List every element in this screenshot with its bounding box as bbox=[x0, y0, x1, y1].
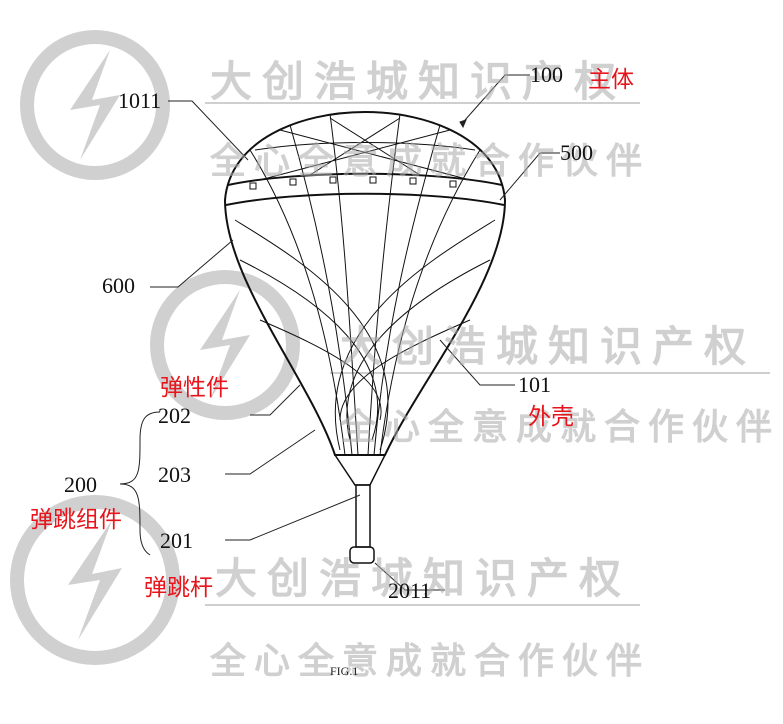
watermark-company: 大创浩城知识产权 bbox=[215, 554, 632, 603]
label-2011: 2011 bbox=[388, 578, 432, 603]
watermark-slogan: 全心全意成就合作伙伴 bbox=[210, 640, 651, 682]
leader-lines bbox=[119, 74, 560, 591]
balloon-shell bbox=[223, 110, 507, 564]
label-202: 202 bbox=[158, 403, 191, 428]
annotation-elastic-part: 弹性件 bbox=[160, 375, 229, 401]
label-600: 600 bbox=[102, 273, 135, 298]
label-203: 203 bbox=[158, 462, 191, 487]
watermark-logo-mark bbox=[68, 50, 250, 640]
watermark-company: 大创浩城知识产权 bbox=[340, 322, 757, 371]
label-201: 201 bbox=[160, 528, 193, 553]
figure-caption: FIG.1 bbox=[330, 664, 359, 678]
watermark-company: 大创浩城知识产权 bbox=[210, 57, 627, 106]
watermark-logo bbox=[10, 30, 300, 665]
label-500: 500 bbox=[560, 140, 593, 165]
watermark-slogan: 全心全意成就合作伙伴 bbox=[340, 406, 781, 448]
label-200: 200 bbox=[64, 472, 97, 497]
annotation-shell: 外壳 bbox=[528, 404, 574, 430]
annotation-bounce-rod: 弹跳杆 bbox=[144, 575, 213, 601]
label-101: 101 bbox=[518, 372, 551, 397]
annotation-bounce-assembly: 弹跳组件 bbox=[30, 507, 122, 533]
label-1011: 1011 bbox=[118, 88, 162, 113]
label-100: 100 bbox=[530, 62, 563, 87]
annotation-main-body: 主体 bbox=[588, 67, 634, 93]
watermark-slogan: 全心全意成就合作伙伴 bbox=[210, 140, 651, 182]
